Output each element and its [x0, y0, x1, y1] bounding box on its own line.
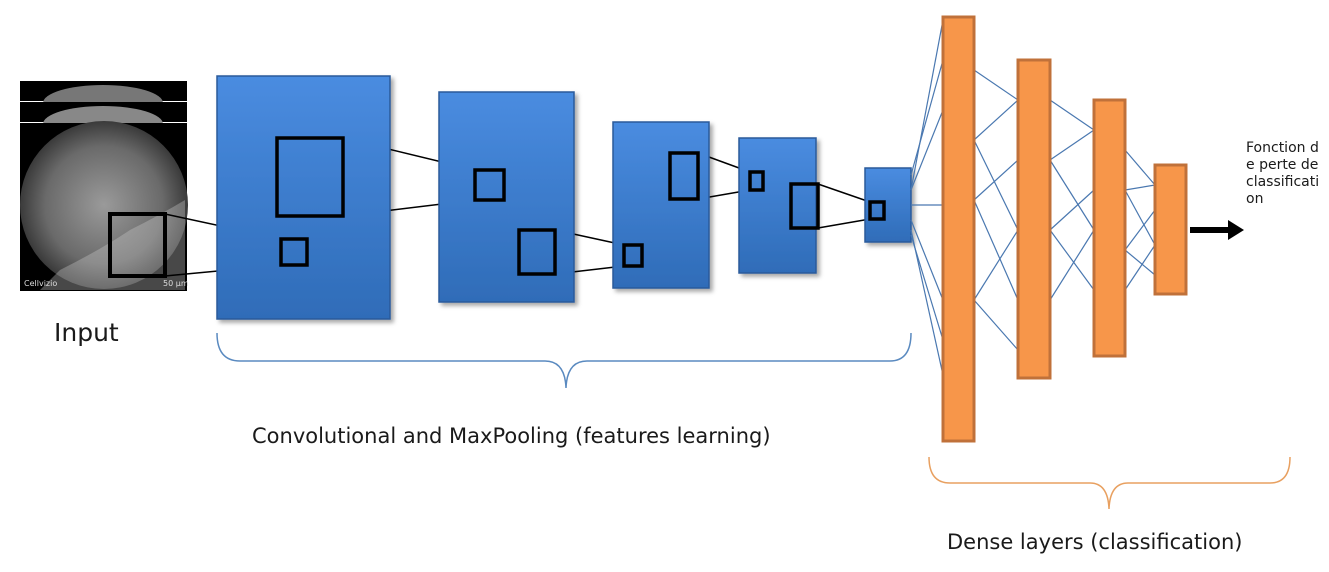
- input-receptive-field: [108, 212, 167, 278]
- conv-block-4: [738, 137, 817, 274]
- dense-section-label: Dense layers (classification): [947, 530, 1243, 554]
- input-scale-bar: 50 µm: [163, 279, 189, 288]
- conv-block-3: [612, 121, 710, 289]
- conv-section-label: Convolutional and MaxPooling (features l…: [252, 424, 771, 448]
- conv-block-2: [438, 91, 575, 303]
- input-watermark: Cellvizio: [24, 279, 58, 288]
- conv-block-1: [216, 75, 391, 320]
- output-arrow-icon: [1190, 220, 1244, 240]
- conv-layers: [216, 75, 912, 320]
- conv-brace: [216, 332, 912, 389]
- dense-block-1: [941, 15, 976, 443]
- dense-connections: [910, 19, 1156, 376]
- kernel-boxes: [275, 136, 886, 276]
- conv-block-5: [864, 167, 912, 243]
- loss-function-label: Fonction de perte de classification: [1246, 140, 1320, 207]
- dense-brace: [928, 456, 1291, 510]
- dense-layers: [941, 15, 1188, 443]
- dense-block-2: [1016, 58, 1052, 380]
- dense-block-4: [1153, 163, 1188, 296]
- input-image-stack: [20, 81, 188, 291]
- microscopy-image: [20, 121, 188, 289]
- input-label: Input: [54, 318, 119, 347]
- dense-block-3: [1092, 98, 1127, 358]
